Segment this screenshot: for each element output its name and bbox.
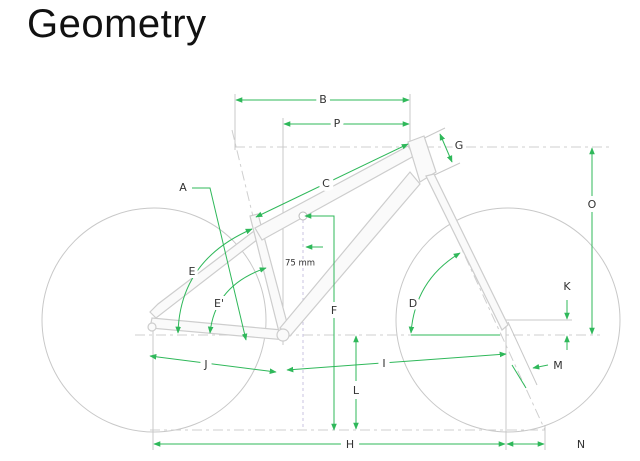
label-i: I bbox=[382, 357, 385, 370]
label-d: D bbox=[409, 297, 417, 310]
label-o: O bbox=[588, 198, 597, 211]
label-a: A bbox=[179, 181, 187, 194]
dim-c-arrow bbox=[255, 143, 409, 218]
dim-j-arrow bbox=[149, 354, 277, 374]
dim-m-arrow bbox=[532, 364, 549, 370]
bike-frame bbox=[147, 135, 509, 342]
label-g: G bbox=[455, 139, 464, 152]
front-wheel bbox=[395, 207, 621, 433]
label-c: C bbox=[322, 177, 330, 190]
dim-e-arc bbox=[175, 228, 253, 334]
label-f: F bbox=[331, 304, 337, 317]
label-75mm: 75 mm bbox=[285, 259, 315, 269]
label-b: B bbox=[319, 93, 327, 106]
label-n: N bbox=[577, 438, 585, 451]
dim-f-arrow bbox=[304, 213, 337, 431]
label-m: M bbox=[553, 359, 563, 372]
ref-m bbox=[507, 321, 538, 386]
dim-d-arc bbox=[408, 252, 461, 334]
page-title: Geometry bbox=[27, 2, 207, 46]
label-e-prime: E' bbox=[214, 297, 224, 310]
dim-g-arrow bbox=[439, 133, 453, 163]
dim-e-prime-arc bbox=[207, 267, 267, 334]
dim-i-arrow bbox=[286, 351, 507, 373]
label-l: L bbox=[353, 384, 360, 397]
label-e: E bbox=[189, 265, 196, 278]
label-k: K bbox=[563, 280, 571, 293]
label-h: H bbox=[346, 438, 354, 451]
dim-m-offset bbox=[511, 364, 527, 389]
label-p: P bbox=[334, 117, 341, 130]
label-j: J bbox=[203, 358, 207, 371]
